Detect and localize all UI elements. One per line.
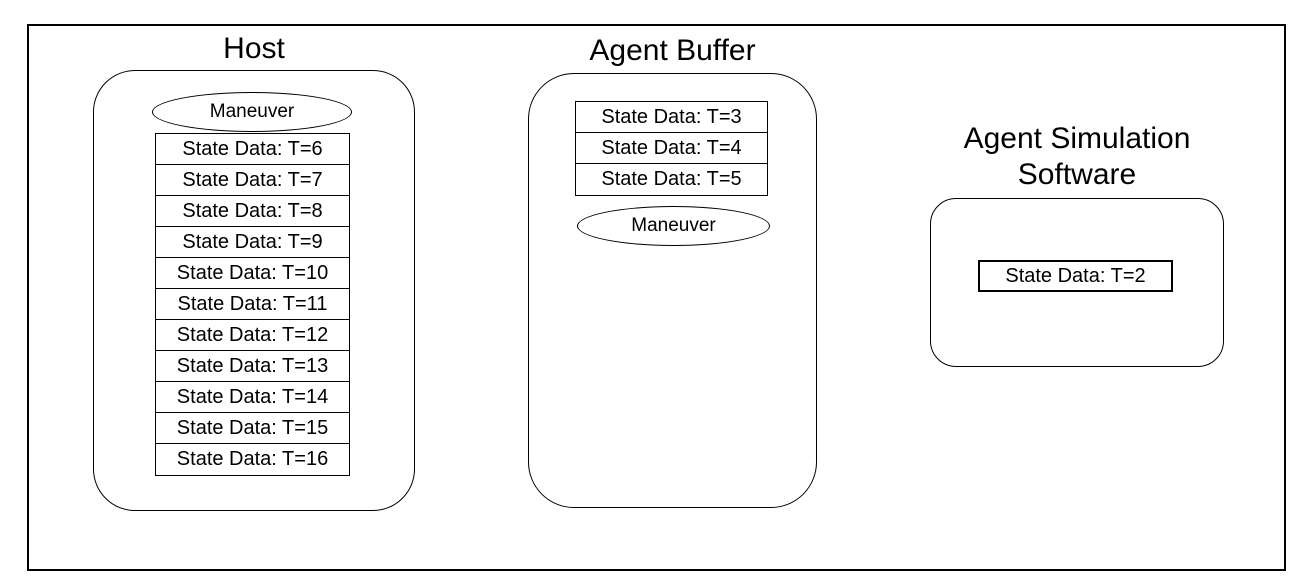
state-data-row: State Data: T=10 — [155, 257, 350, 290]
state-data-row: State Data: T=3 — [575, 101, 768, 134]
state-data-row: State Data: T=13 — [155, 350, 350, 383]
agent-buffer-title: Agent Buffer — [589, 34, 756, 67]
state-data-row: State Data: T=16 — [155, 443, 350, 476]
state-data-row: State Data: T=4 — [575, 132, 768, 165]
state-data-row: State Data: T=9 — [155, 226, 350, 259]
state-data-row: State Data: T=2 — [978, 260, 1173, 292]
state-data-row: State Data: T=7 — [155, 164, 350, 197]
agent-buffer-state-stack: State Data: T=3 State Data: T=4 State Da… — [575, 101, 768, 196]
agent-buffer-maneuver-label: Maneuver — [631, 215, 716, 236]
state-data-row: State Data: T=15 — [155, 412, 350, 445]
agent-sim-title: Agent Simulation Software — [963, 122, 1191, 191]
host-maneuver-ellipse: Maneuver — [152, 92, 352, 132]
host-state-stack: State Data: T=6 State Data: T=7 State Da… — [155, 133, 350, 476]
host-maneuver-label: Maneuver — [209, 101, 295, 122]
state-data-row: State Data: T=8 — [155, 195, 350, 228]
state-data-row: State Data: T=14 — [155, 381, 350, 414]
state-data-row: State Data: T=11 — [155, 288, 350, 321]
state-data-row: State Data: T=6 — [155, 133, 350, 166]
state-data-row: State Data: T=5 — [575, 163, 768, 196]
agent-buffer-maneuver-ellipse: Maneuver — [577, 206, 770, 246]
host-title: Host — [223, 32, 285, 65]
state-data-row: State Data: T=12 — [155, 319, 350, 352]
